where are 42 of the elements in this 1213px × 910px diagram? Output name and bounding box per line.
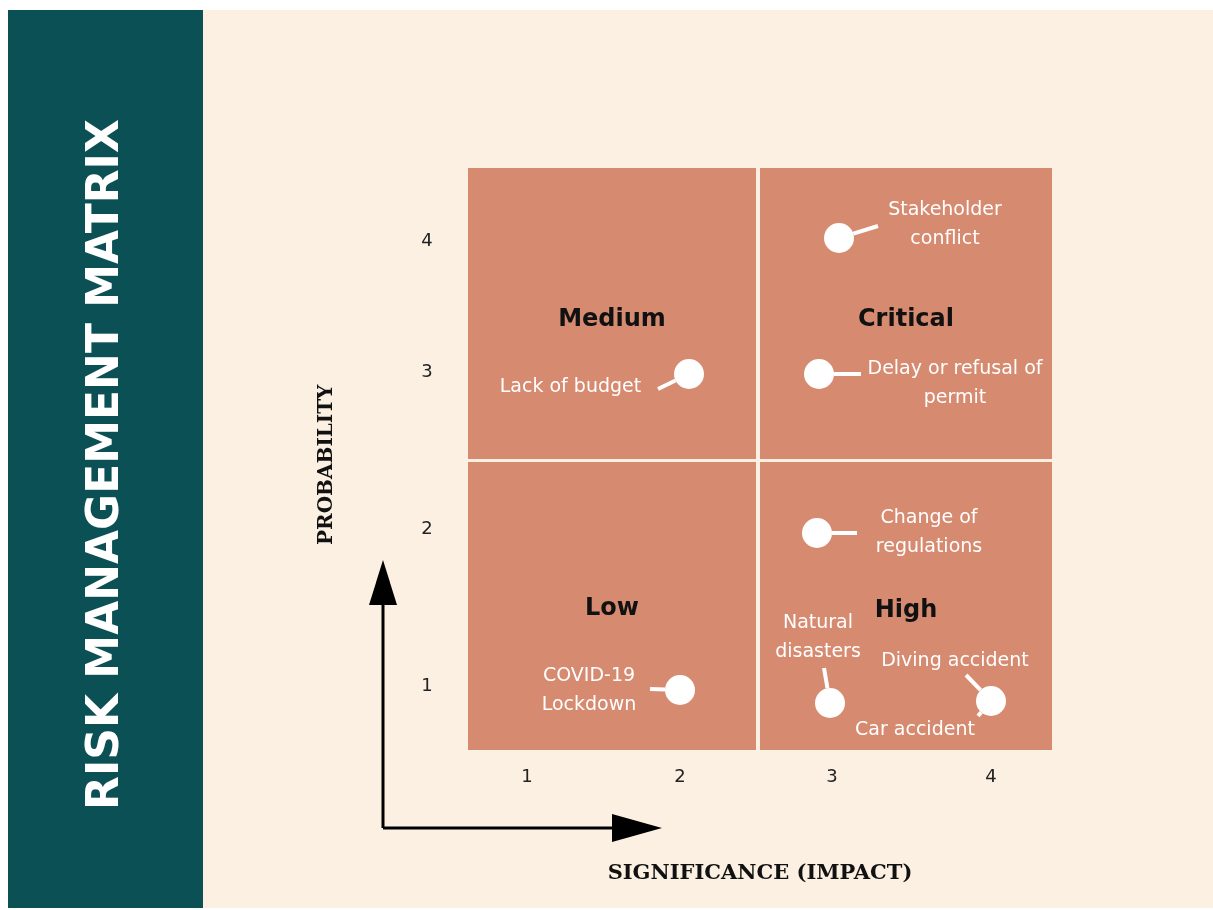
marker-dot bbox=[802, 518, 832, 548]
title: RISK MANAGEMENT MATRIX bbox=[76, 118, 129, 813]
risk-label: Diving accident bbox=[866, 645, 1044, 675]
tick-label: 3 bbox=[826, 765, 838, 787]
marker-dot bbox=[976, 686, 1006, 716]
risk-label: Delay or refusal of permit bbox=[862, 353, 1048, 411]
matrix-quadrant bbox=[468, 462, 756, 750]
leader-line bbox=[649, 687, 666, 692]
quadrant-title: Medium bbox=[558, 303, 666, 333]
leader-line bbox=[852, 224, 879, 236]
axis-title: SIGNIFICANCE (IMPACT) bbox=[607, 858, 913, 886]
quadrant-title: High bbox=[874, 594, 938, 624]
tick-label: 1 bbox=[521, 765, 533, 787]
leader-line bbox=[832, 531, 857, 535]
marker-dot bbox=[804, 359, 834, 389]
matrix-quadrant bbox=[760, 462, 1052, 750]
tick-label: 4 bbox=[421, 229, 433, 251]
quadrant-title: Critical bbox=[858, 303, 954, 333]
tick-label: 1 bbox=[421, 674, 433, 696]
risk-label: Lack of budget bbox=[483, 371, 658, 401]
risk-label: Stakeholder conflict bbox=[872, 194, 1018, 252]
quadrant-title: Low bbox=[585, 592, 639, 622]
tick-label: 4 bbox=[985, 765, 997, 787]
marker-dot bbox=[824, 223, 854, 253]
tick-label: 2 bbox=[674, 765, 686, 787]
leader-line bbox=[822, 667, 830, 689]
risk-label: Change of regulations bbox=[862, 502, 996, 560]
matrix-quadrant bbox=[468, 168, 756, 459]
risk-label: Natural disasters bbox=[768, 607, 868, 665]
marker-dot bbox=[815, 688, 845, 718]
marker-dot bbox=[665, 675, 695, 705]
risk-label: Car accident bbox=[842, 714, 988, 744]
leader-line bbox=[964, 673, 983, 692]
tick-label: 3 bbox=[421, 360, 433, 382]
leader-line bbox=[976, 711, 983, 718]
leader-line bbox=[657, 378, 677, 391]
matrix-quadrant bbox=[760, 168, 1052, 459]
tick-label: 2 bbox=[421, 517, 433, 539]
leader-line bbox=[834, 372, 861, 376]
marker-dot bbox=[674, 359, 704, 389]
axis-title: PROBABILITY bbox=[312, 383, 338, 548]
risk-label: COVID-19 Lockdown bbox=[526, 660, 652, 718]
